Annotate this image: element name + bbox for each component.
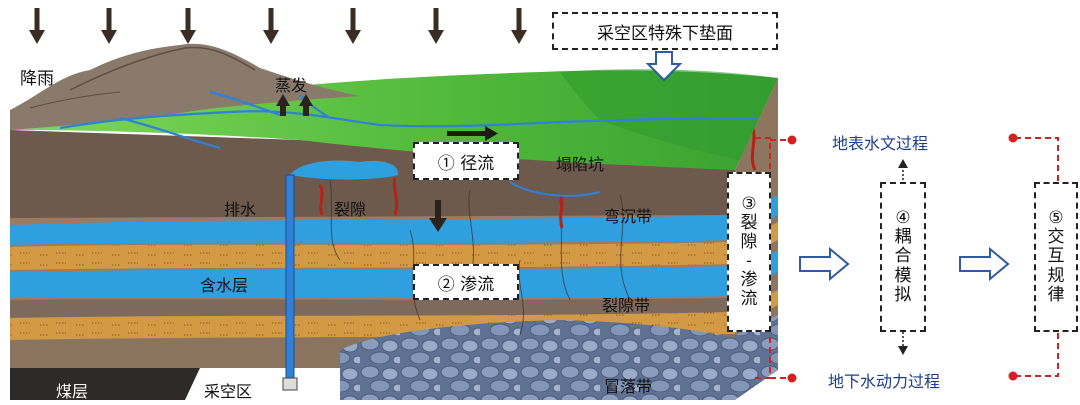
hollow-right-arrow-icon xyxy=(799,246,1010,282)
aquifer-label: 含水层 xyxy=(200,276,249,295)
drainage-well xyxy=(285,174,295,386)
coupling-char: 模 xyxy=(894,265,912,286)
coal-seam-label: 煤层 xyxy=(56,382,89,401)
red-dashed-connectors xyxy=(755,137,1059,379)
caving-zone-rubble xyxy=(340,320,735,400)
bending-zone-label: 弯沉带 xyxy=(604,207,653,226)
interaction-char: 规 xyxy=(1047,265,1065,286)
interaction-char: 律 xyxy=(1047,284,1065,305)
fissure-seepage-char: 渗 xyxy=(740,270,758,291)
runoff-box: ① 径流 xyxy=(413,142,519,180)
subsidence-pit-label: 塌陷坑 xyxy=(556,155,605,174)
interaction-char: 互 xyxy=(1047,246,1065,267)
coupling-char: 耦 xyxy=(894,227,912,248)
fissure-seepage-char: - xyxy=(746,251,752,271)
fissure-seepage-char: ③ xyxy=(741,193,757,214)
fissure-seepage-box: ③ 裂 隙 - 渗 流 xyxy=(727,172,771,332)
coupling-box: ④ 耦 合 模 拟 xyxy=(880,182,926,332)
seepage-box: ② 渗流 xyxy=(413,264,519,300)
water-layer-1 xyxy=(10,215,735,245)
rain-arrow-icon xyxy=(29,8,527,44)
vertical-dotted-arrow-icon xyxy=(898,159,908,355)
runoff-arrow-icon xyxy=(447,126,498,141)
hollow-down-arrow-icon xyxy=(645,51,683,82)
interaction-char: ⑤ xyxy=(1048,208,1064,229)
surface-process-label: 地表水文过程 xyxy=(832,134,929,153)
interaction-char: 交 xyxy=(1047,227,1065,248)
goaf xyxy=(185,368,340,400)
mountain-range xyxy=(10,43,360,130)
fissure-label: 裂隙 xyxy=(334,200,367,219)
fissure-seepage-char: 流 xyxy=(740,289,758,310)
goaf-label: 采空区 xyxy=(204,382,253,401)
fissure-seepage-char: 裂 xyxy=(740,212,758,233)
sand-layer-1 xyxy=(10,242,735,270)
interaction-box: ⑤ 交 互 规 律 xyxy=(1034,182,1078,332)
evaporation-label: 蒸发 xyxy=(275,76,308,95)
fractured-zone-label: 裂隙带 xyxy=(602,296,651,315)
coupling-char: ④ xyxy=(895,208,911,229)
water-layer-2 xyxy=(10,266,735,298)
surface-pond xyxy=(290,160,399,180)
coupling-char: 拟 xyxy=(894,284,912,305)
groundwater-process-label: 地下水动力过程 xyxy=(828,372,941,391)
evaporation-arrow-icon xyxy=(276,94,313,116)
coal-seam xyxy=(10,368,200,400)
drainage-label: 排水 xyxy=(224,200,257,219)
rain-label: 降雨 xyxy=(20,69,54,89)
caving-zone-label: 冒落带 xyxy=(604,377,653,396)
coupling-char: 合 xyxy=(894,246,912,267)
fissure-seepage-char: 隙 xyxy=(740,231,758,252)
underlying-surface-box: 采空区特殊下垫面 xyxy=(552,12,778,50)
seepage-arrow-icon xyxy=(429,200,447,232)
